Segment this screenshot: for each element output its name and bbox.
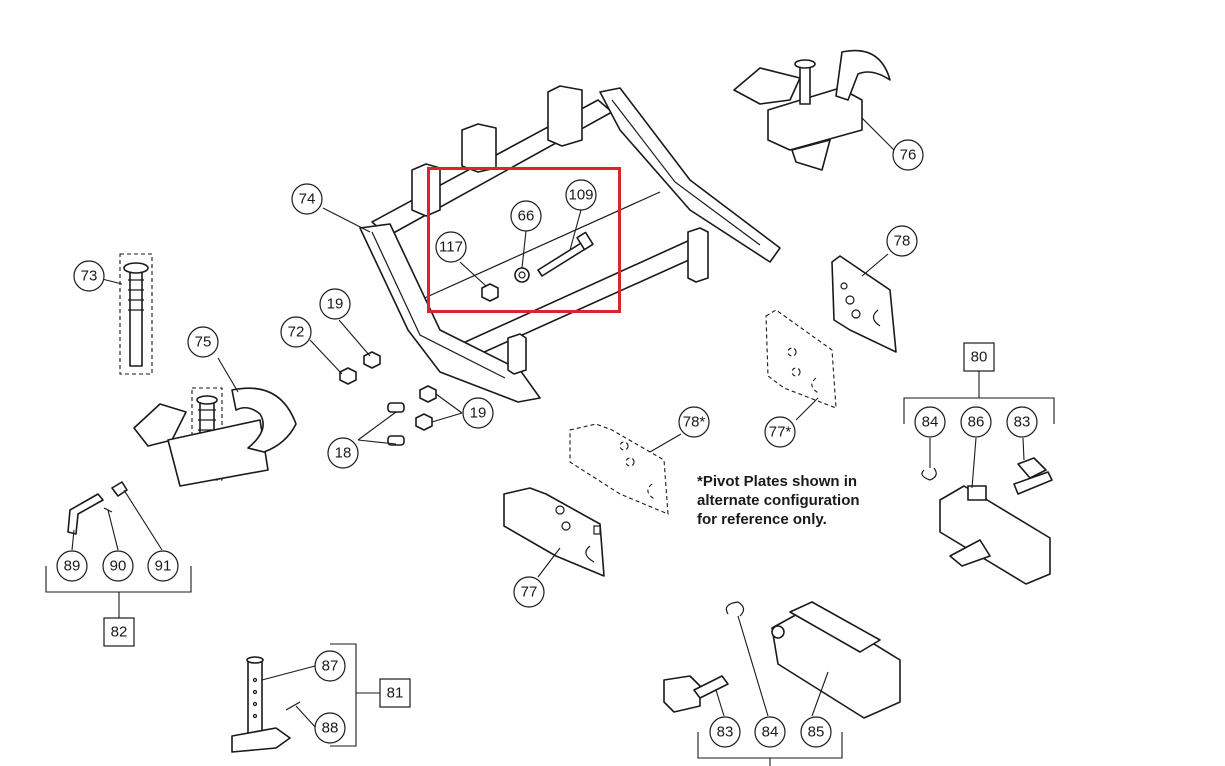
callout-89: 89	[56, 550, 88, 582]
svg-text:78: 78	[894, 233, 911, 250]
pivot-plate-78-alt-drawing	[569, 423, 669, 515]
callout-91: 91	[147, 550, 179, 582]
svg-text:87: 87	[322, 658, 339, 675]
jack-stand-81-drawing	[231, 656, 301, 753]
pin-set-82-drawing	[67, 481, 128, 535]
receiver-80-drawing	[921, 457, 1053, 585]
main-frame-drawing	[359, 85, 781, 403]
svg-text:19: 19	[327, 296, 344, 313]
svg-text:77: 77	[521, 584, 538, 601]
svg-text:80: 80	[971, 349, 988, 366]
svg-text:91: 91	[155, 558, 172, 575]
assembly-label-81: 81	[379, 678, 411, 708]
svg-text:89: 89	[64, 558, 81, 575]
pivot-plate-77-alt-drawing	[765, 309, 837, 409]
svg-text:117: 117	[439, 239, 463, 256]
pivot-plate-77-drawing	[503, 487, 605, 577]
svg-text:90: 90	[110, 558, 127, 575]
callout-19-top: 19	[319, 288, 351, 320]
callout-90: 90	[102, 550, 134, 582]
hitch-assembly-top-drawing	[733, 49, 891, 171]
svg-text:109: 109	[568, 187, 593, 204]
callout-78: 78	[886, 225, 918, 257]
svg-text:77*: 77*	[769, 424, 792, 441]
callout-84-top: 84	[914, 406, 946, 438]
svg-text:76: 76	[900, 147, 917, 164]
highlight-box	[427, 167, 621, 313]
lift-assembly-75-drawing	[133, 387, 297, 487]
note-line-3: for reference only.	[697, 511, 827, 528]
leader-lines	[45, 117, 1055, 766]
callout-87: 87	[314, 650, 346, 682]
callout-76: 76	[892, 139, 924, 171]
callout-88: 88	[314, 712, 346, 744]
svg-text:75: 75	[195, 334, 212, 351]
note-line-1: *Pivot Plates shown in	[697, 473, 858, 490]
callout-74: 74	[291, 183, 323, 215]
svg-text:78*: 78*	[683, 414, 706, 431]
svg-text:81: 81	[387, 685, 404, 702]
svg-text:85: 85	[808, 724, 825, 741]
svg-text:83: 83	[1014, 414, 1031, 431]
callout-117: 117	[435, 231, 467, 263]
callout-85: 85	[800, 716, 832, 748]
receiver-85-drawing	[663, 601, 901, 719]
svg-text:66: 66	[518, 208, 535, 225]
callout-77: 77	[513, 576, 545, 608]
svg-text:86: 86	[968, 414, 985, 431]
note-line-2: alternate configuration	[697, 492, 860, 509]
svg-text:84: 84	[762, 724, 779, 741]
assembly-label-82: 82	[103, 617, 135, 647]
callout-77-alt: 77*	[764, 416, 796, 448]
pivot-plate-78-drawing	[831, 255, 897, 353]
callout-19-bottom: 19	[462, 397, 494, 429]
callout-73: 73	[73, 260, 105, 292]
svg-text:83: 83	[717, 724, 734, 741]
callout-66: 66	[510, 200, 542, 232]
svg-text:74: 74	[299, 191, 316, 208]
callout-83-bottom: 83	[709, 716, 741, 748]
svg-text:72: 72	[288, 324, 305, 341]
svg-text:88: 88	[322, 720, 339, 737]
assembly-label-80: 80	[963, 342, 995, 372]
svg-text:18: 18	[335, 445, 352, 462]
reference-note: *Pivot Plates shown in alternate configu…	[697, 472, 860, 529]
callout-109: 109	[565, 179, 597, 211]
callout-78-alt: 78*	[678, 406, 710, 438]
callout-83-top: 83	[1006, 406, 1038, 438]
callout-86: 86	[960, 406, 992, 438]
svg-text:82: 82	[111, 624, 128, 641]
svg-text:73: 73	[81, 268, 98, 285]
callout-18: 18	[327, 437, 359, 469]
svg-text:19: 19	[470, 405, 487, 422]
small-hardware-drawing	[339, 351, 437, 446]
callout-75: 75	[187, 326, 219, 358]
svg-text:84: 84	[922, 414, 939, 431]
callout-72: 72	[280, 316, 312, 348]
jack-stand-73-drawing	[119, 253, 153, 375]
callout-84-bottom: 84	[754, 716, 786, 748]
